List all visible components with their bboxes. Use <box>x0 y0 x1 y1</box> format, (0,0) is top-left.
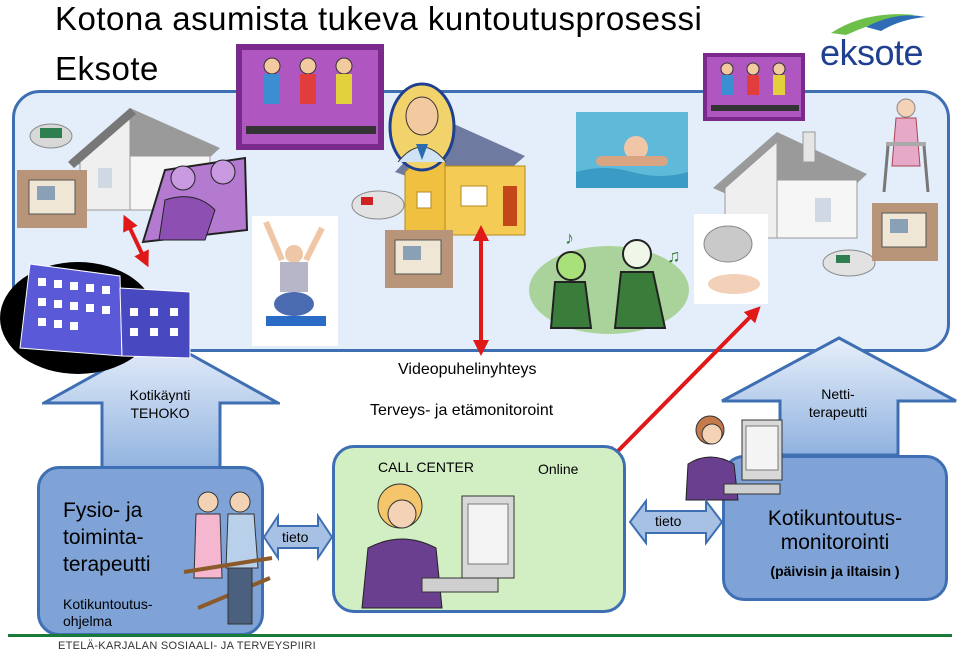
monitoring-subtitle: (päivisin ja iltaisin ) <box>722 563 948 579</box>
footer-divider <box>8 634 952 637</box>
monitoring-title-line1: Kotikuntoutus- <box>722 507 948 531</box>
therapist-subtitle: Kotikuntoutus- ohjelma <box>63 596 153 630</box>
online-label: Online <box>538 461 578 477</box>
tieto-label-right: tieto <box>655 513 681 529</box>
therapist-sub-line2: ohjelma <box>63 613 153 630</box>
therapist-title: Fysio- ja toiminta- terapeutti <box>63 497 151 578</box>
therapist-icon <box>178 488 274 636</box>
operator-icon <box>352 478 517 610</box>
therapist-sub-line1: Kotikuntoutus- <box>63 596 153 613</box>
monitoring-title-line2: monitorointi <box>722 531 948 555</box>
tieto-label-left: tieto <box>282 529 308 545</box>
therapist-title-line1: Fysio- ja <box>63 497 151 524</box>
therapist-title-line2: toiminta- <box>63 524 151 551</box>
nurse-at-computer-icon <box>680 410 784 502</box>
monitoring-title: Kotikuntoutus- monitorointi <box>722 507 948 555</box>
therapist-title-line3: terapeutti <box>63 551 151 578</box>
call-center-label: CALL CENTER <box>378 459 474 475</box>
footer-text: ETELÄ-KARJALAN SOSIAALI- JA TERVEYSPIIRI <box>58 640 316 652</box>
